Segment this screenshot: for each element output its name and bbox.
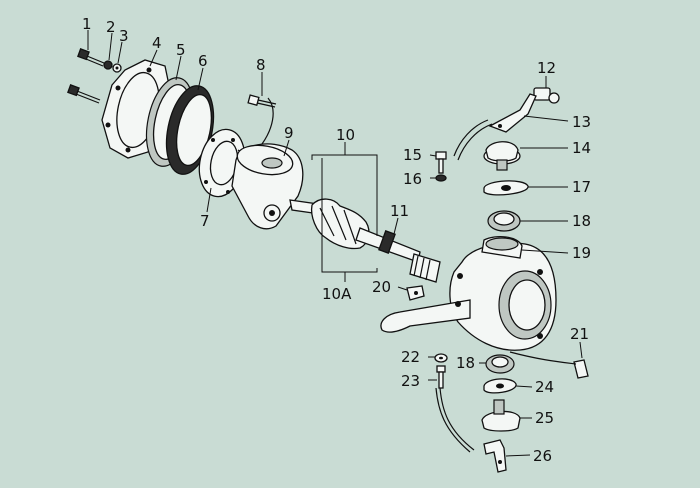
callout-labels: 1 2 3 4 5 6 7 8 9 10 10A 11 12 13 14 15 … — [82, 15, 591, 465]
callout-2: 2 — [106, 18, 116, 36]
bracket-26 — [483, 439, 507, 473]
grease-nipple-20 — [406, 285, 425, 301]
upper-swivel-pin-14 — [483, 141, 521, 171]
bolt-upper — [77, 48, 105, 67]
bearing-18-lower — [485, 354, 515, 374]
bearing-18-upper — [487, 210, 521, 232]
callout-9: 9 — [284, 124, 294, 142]
callout-21: 21 — [570, 325, 589, 343]
callout-26: 26 — [533, 447, 552, 465]
callout-22: 22 — [401, 348, 420, 366]
callout-16: 16 — [403, 170, 422, 188]
leader-lines — [87, 30, 583, 457]
nut-3 — [112, 63, 122, 73]
callout-12: 12 — [537, 59, 556, 77]
spline-end — [409, 253, 441, 283]
callout-5: 5 — [176, 41, 186, 59]
callout-17: 17 — [572, 178, 591, 196]
callout-8: 8 — [256, 56, 266, 74]
callout-25: 25 — [535, 409, 554, 427]
callout-20: 20 — [372, 278, 391, 296]
callout-24: 24 — [535, 378, 554, 396]
callout-18-lower: 18 — [456, 354, 475, 372]
callout-4: 4 — [152, 34, 162, 52]
callout-18-upper: 18 — [572, 212, 591, 230]
callout-3: 3 — [119, 27, 129, 45]
callout-23: 23 — [401, 372, 420, 390]
callout-15: 15 — [403, 146, 422, 164]
callout-19: 19 — [572, 244, 591, 262]
shim-17 — [483, 180, 529, 196]
callout-14: 14 — [572, 139, 591, 157]
lower-swivel-pin-25 — [481, 399, 521, 432]
bolt-23 — [435, 365, 475, 453]
callout-7: 7 — [200, 212, 210, 230]
bolt-15 — [435, 151, 447, 174]
cv-joint-9 — [231, 143, 304, 230]
breather-21 — [509, 351, 589, 379]
swivel-housing-19 — [380, 235, 557, 351]
callout-11: 11 — [390, 202, 409, 220]
stop-screw-12 — [533, 87, 560, 104]
callout-1: 1 — [82, 15, 92, 33]
callout-10: 10 — [336, 126, 355, 144]
washer-2 — [103, 60, 113, 70]
nut-22 — [434, 353, 448, 363]
callout-6: 6 — [198, 52, 208, 70]
callout-13: 13 — [572, 113, 591, 131]
shim-24 — [483, 378, 517, 394]
bolt-lower — [67, 84, 101, 104]
callout-10a: 10A — [322, 285, 352, 303]
washer-16 — [435, 174, 447, 182]
axle-shaft-10 — [289, 198, 421, 263]
bracket-13 — [453, 93, 537, 161]
